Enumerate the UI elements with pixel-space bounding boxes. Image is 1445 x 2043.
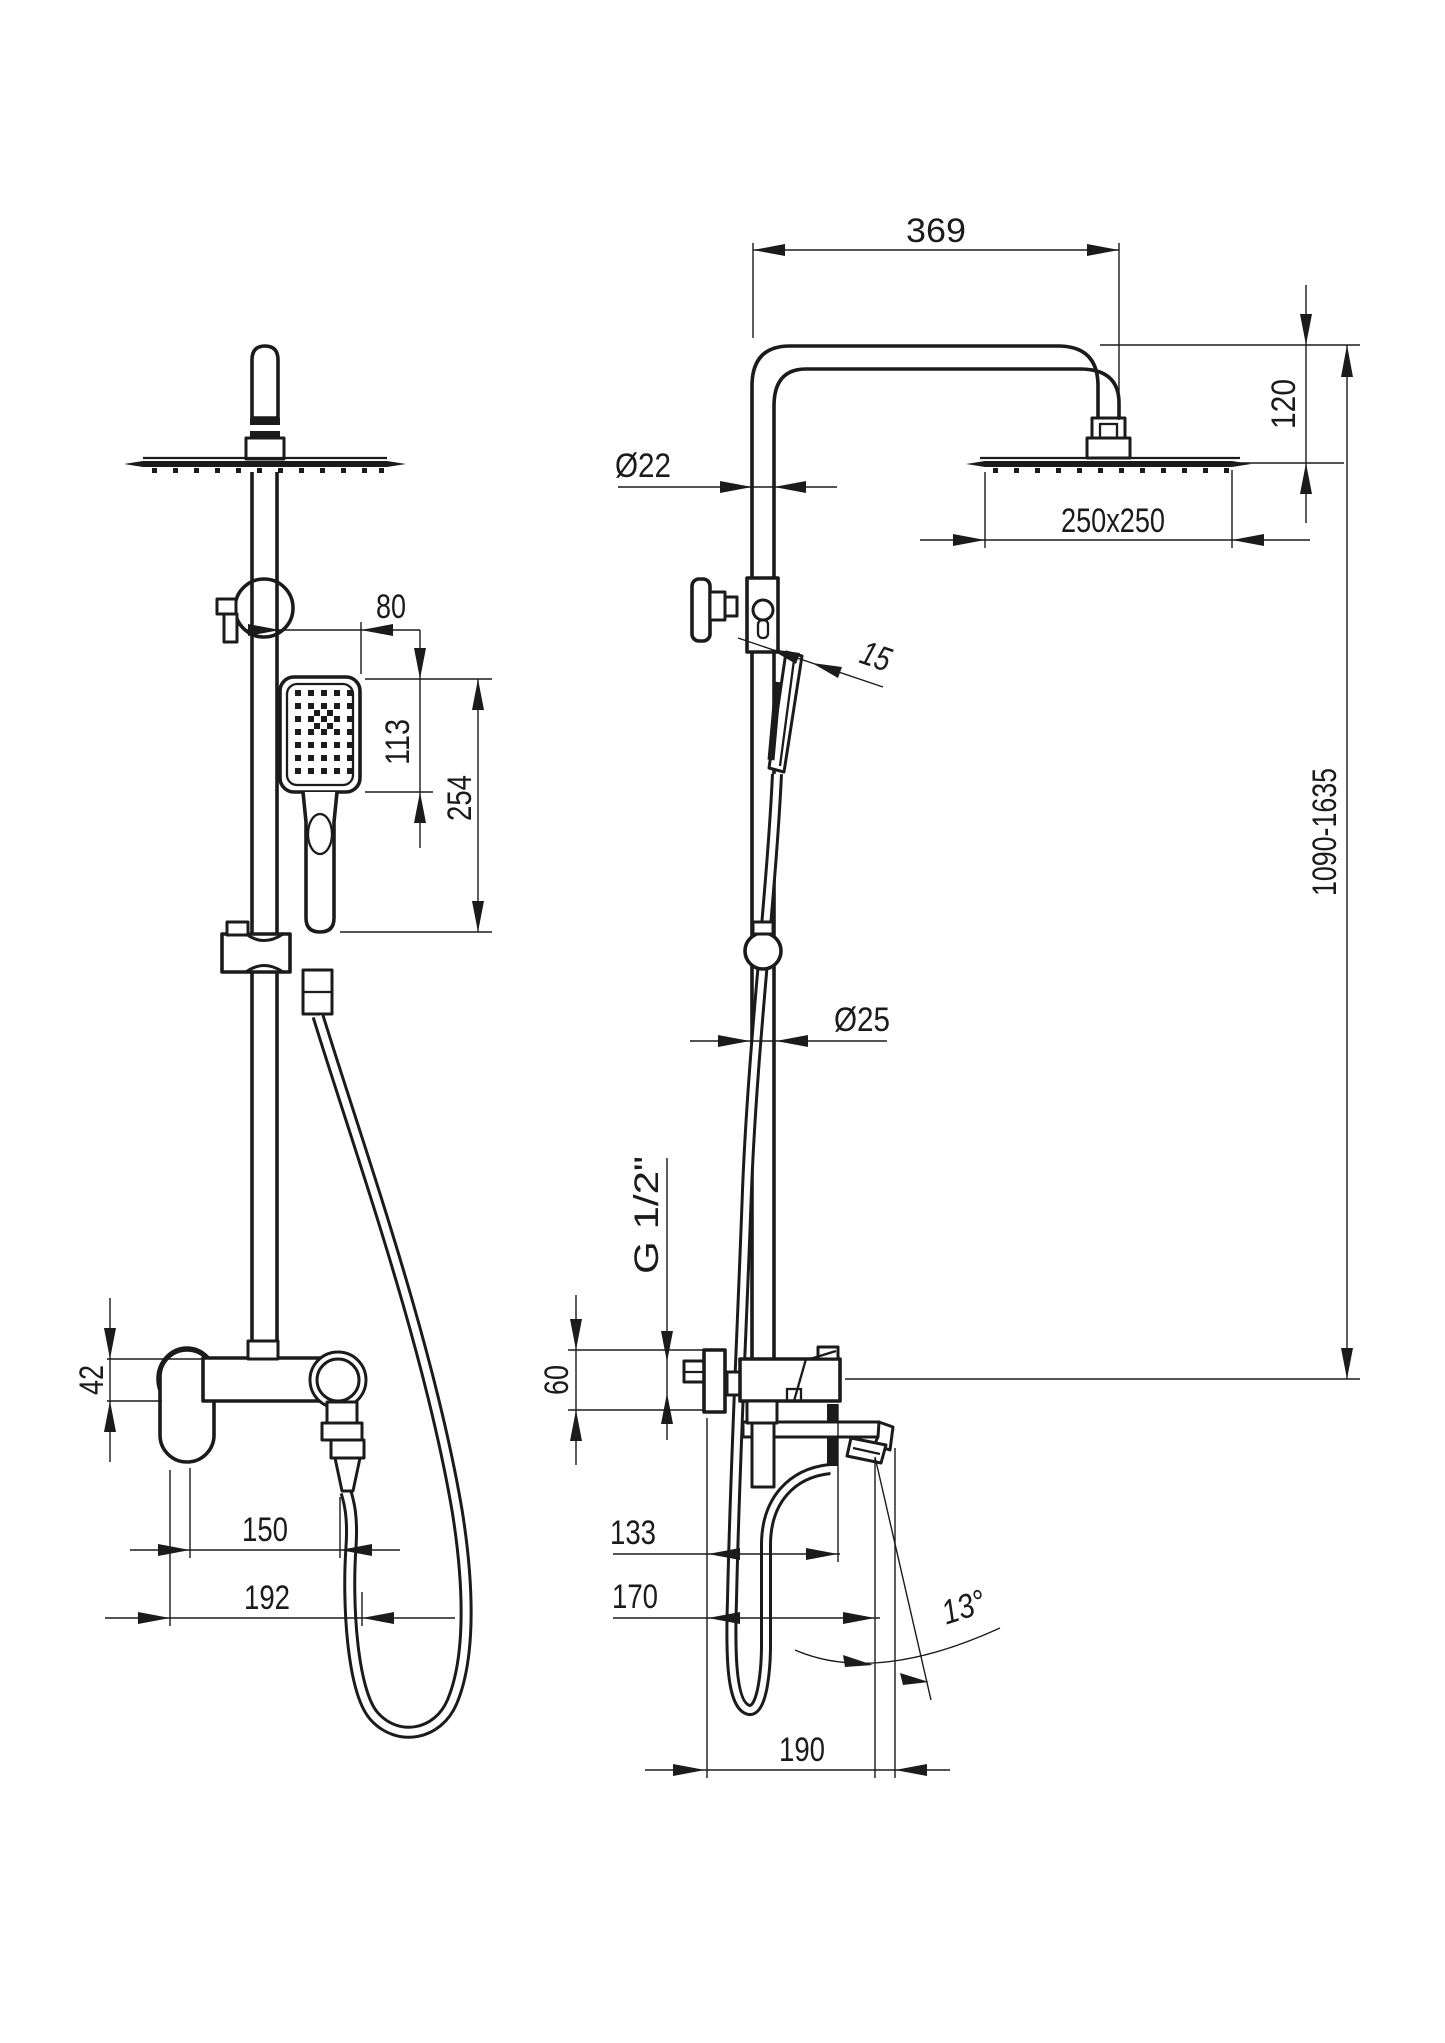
label-1090-1635: 1090-1635 <box>1306 768 1344 896</box>
dim-column-height-range: 1090-1635 <box>845 345 1360 1380</box>
front-cap-band <box>250 418 280 425</box>
side-head-plate <box>985 461 1232 467</box>
front-outlet-step <box>325 1400 359 1425</box>
label-192: 192 <box>244 1579 290 1617</box>
dim-handle-to-outlet: 150 <box>130 1468 400 1558</box>
label-13deg: 13° <box>937 1583 991 1633</box>
front-mixer-pipe-joint <box>246 1339 280 1361</box>
side-shower-arm-outer <box>750 344 1100 418</box>
side-flange-neck <box>725 1370 742 1397</box>
front-riser-pipe <box>250 472 279 1344</box>
side-mixer-detail <box>785 1387 803 1403</box>
side-bracket-knob <box>690 577 712 643</box>
front-bracket-knob <box>215 597 238 616</box>
label-d22: Ø22 <box>615 447 671 485</box>
front-slider-collars <box>245 932 284 974</box>
front-mixer-body <box>201 1356 325 1403</box>
side-handset-grip <box>767 681 782 761</box>
label-113: 113 <box>379 719 417 765</box>
dim-spout-depth: 170 <box>612 1578 880 1624</box>
front-handset-nozzle-grid <box>295 690 353 774</box>
side-view <box>682 344 1251 1716</box>
front-head-plate <box>143 461 387 467</box>
dim-handset-length: 254 <box>340 679 492 933</box>
label-15: 15 <box>855 634 896 680</box>
label-g12: G 1/2" <box>628 1156 666 1274</box>
dim-mixer-height: 42 <box>73 1298 203 1462</box>
side-bracket-shaft2 <box>723 595 739 618</box>
side-slider-lever <box>751 920 775 936</box>
side-bracket-slot <box>756 618 770 640</box>
front-handset-handle <box>301 791 339 934</box>
dim-overall-width: 192 <box>105 1470 455 1626</box>
label-60: 60 <box>538 1365 576 1395</box>
label-133: 133 <box>610 1514 656 1552</box>
front-head-nozzles <box>152 468 384 473</box>
label-254: 254 <box>441 775 479 821</box>
label-150: 150 <box>242 1511 288 1549</box>
front-view <box>124 344 473 1739</box>
front-outlet-step2 <box>320 1421 364 1442</box>
side-mixer-body <box>738 1357 842 1403</box>
label-42: 42 <box>73 1365 111 1395</box>
front-slider-lever <box>225 920 250 937</box>
side-bracket-shaft <box>708 590 727 622</box>
side-head-nozzles <box>993 468 1229 473</box>
front-handset-button <box>306 812 334 856</box>
side-wall-flange <box>702 1348 727 1414</box>
front-mixer-outlet <box>315 1357 361 1403</box>
side-shower-arm-inner <box>772 367 1121 418</box>
front-mixer <box>156 1339 368 1493</box>
front-hose-nut-lower <box>329 1438 366 1460</box>
front-hose-cone <box>333 1456 362 1493</box>
label-190: 190 <box>779 1731 825 1769</box>
side-slider <box>743 931 783 971</box>
label-170: 170 <box>612 1578 658 1616</box>
side-arm-connector <box>1090 416 1127 440</box>
front-mixer-lever <box>158 1348 216 1464</box>
dim-spout-reach: 190 <box>645 1448 950 1778</box>
label-120: 120 <box>1265 379 1303 429</box>
dim-mixer-depth: 133 <box>610 1404 840 1778</box>
label-250x250: 250x250 <box>1061 502 1165 540</box>
side-bracket-pivot <box>751 598 775 622</box>
dim-head-height: 113 <box>365 630 492 848</box>
label-d25: Ø25 <box>834 1001 890 1039</box>
front-cap-band2 <box>250 431 280 438</box>
label-369: 369 <box>906 212 966 250</box>
side-head-connector <box>1085 436 1132 460</box>
label-80: 80 <box>376 588 406 626</box>
dim-bracket-offset: 80 <box>245 588 420 674</box>
side-riser-pipe <box>750 386 776 1402</box>
dim-head-drop: 120 <box>1100 285 1360 523</box>
side-mixer <box>682 1345 895 1489</box>
front-bracket-knob-stem <box>222 612 239 644</box>
side-pipe-mount <box>745 1399 779 1425</box>
dim-head-size: 250x250 <box>920 470 1310 548</box>
dim-lower-pipe-diameter: Ø25 <box>690 1001 890 1047</box>
side-pipe-mount2 <box>750 1421 776 1489</box>
dim-upper-pipe-diameter: Ø22 <box>615 447 837 493</box>
front-head-connector <box>244 436 286 461</box>
dim-arm-reach: 369 <box>752 212 1120 420</box>
dim-wall-flange-height: 60 <box>538 1295 704 1465</box>
dim-connection-thread: G 1/2" <box>628 1156 673 1440</box>
front-top-cap <box>250 344 280 420</box>
